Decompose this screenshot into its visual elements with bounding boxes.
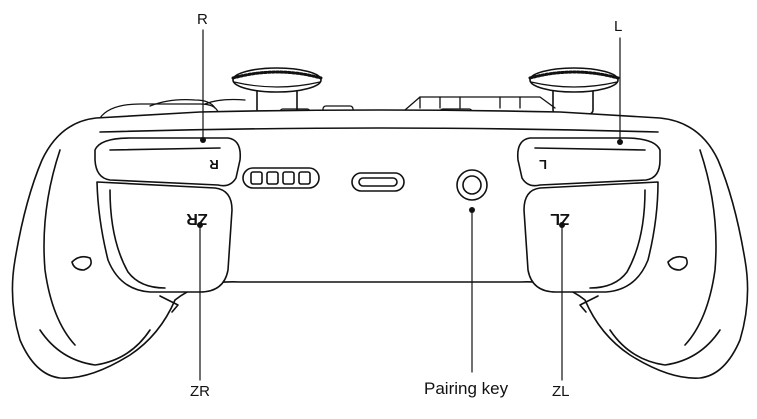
left-thumbstick-icon (528, 67, 620, 115)
pairing-key-button (456, 169, 488, 201)
zr-trigger (96, 181, 233, 293)
embossed-zr: ZR (186, 210, 208, 227)
l-bumper (516, 137, 661, 187)
callout-r: R (197, 11, 208, 28)
r-bumper (94, 137, 242, 187)
callout-l: L (614, 18, 623, 35)
zl-trigger (523, 181, 659, 293)
usb-c-port (351, 172, 405, 192)
callout-zl: ZL (552, 383, 570, 400)
right-thumbstick-icon (231, 67, 323, 115)
leader-lines (199, 29, 621, 381)
embossed-r: R (209, 157, 219, 172)
embossed-labels: R ZR L ZL (186, 157, 570, 227)
callout-pairing-key: Pairing key (424, 379, 509, 398)
embossed-zl: ZL (550, 210, 570, 227)
led-indicator-bar (242, 167, 320, 189)
callout-zr: ZR (190, 383, 210, 400)
leader-dots (197, 137, 623, 228)
embossed-l: L (539, 157, 547, 172)
